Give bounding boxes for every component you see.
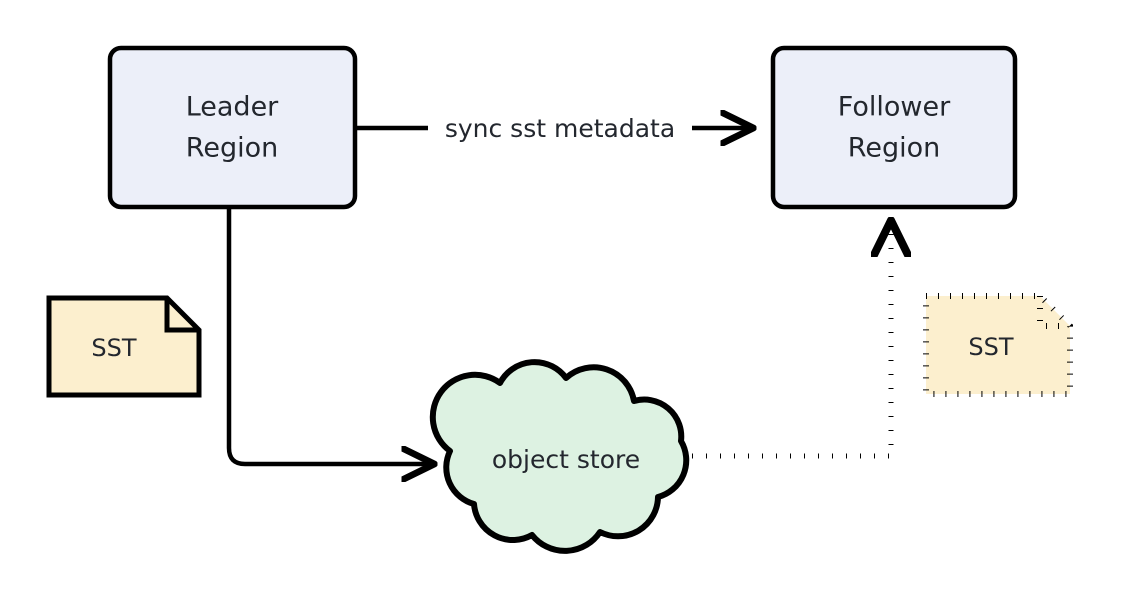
sst-leader-label: SST [91, 334, 136, 362]
edge-fetch-from-object-store[interactable] [692, 222, 891, 459]
edge-fetch-path [692, 222, 891, 459]
edge-sync-metadata-label: sync sst metadata [445, 114, 675, 143]
node-follower-region[interactable]: Follower Region [770, 45, 1018, 210]
leader-region-label-line1: Leader [186, 92, 279, 123]
follower-region-label-line1: Follower [838, 92, 951, 123]
edge-sync-metadata[interactable]: sync sst metadata [357, 114, 752, 143]
leader-region-label-line2: Region [186, 133, 278, 164]
node-sst-leader[interactable]: SST [46, 295, 202, 398]
node-leader-region[interactable]: Leader Region [107, 45, 358, 210]
object-store-cloud [429, 359, 690, 554]
follower-region-box [770, 45, 1018, 210]
object-store-label: object store [492, 445, 640, 474]
sst-leader-fold-icon [164, 298, 199, 333]
follower-region-label-line2: Region [848, 133, 940, 164]
node-object-store[interactable]: object store [429, 359, 690, 554]
sst-leader-body [46, 295, 202, 398]
edge-upload-path [226, 208, 433, 464]
sst-follower-label: SST [968, 333, 1013, 361]
edge-upload-to-object-store[interactable] [226, 208, 433, 464]
node-sst-follower[interactable]: SST [923, 293, 1073, 397]
leader-region-box [107, 45, 358, 210]
sst-follower-body [923, 293, 1073, 397]
